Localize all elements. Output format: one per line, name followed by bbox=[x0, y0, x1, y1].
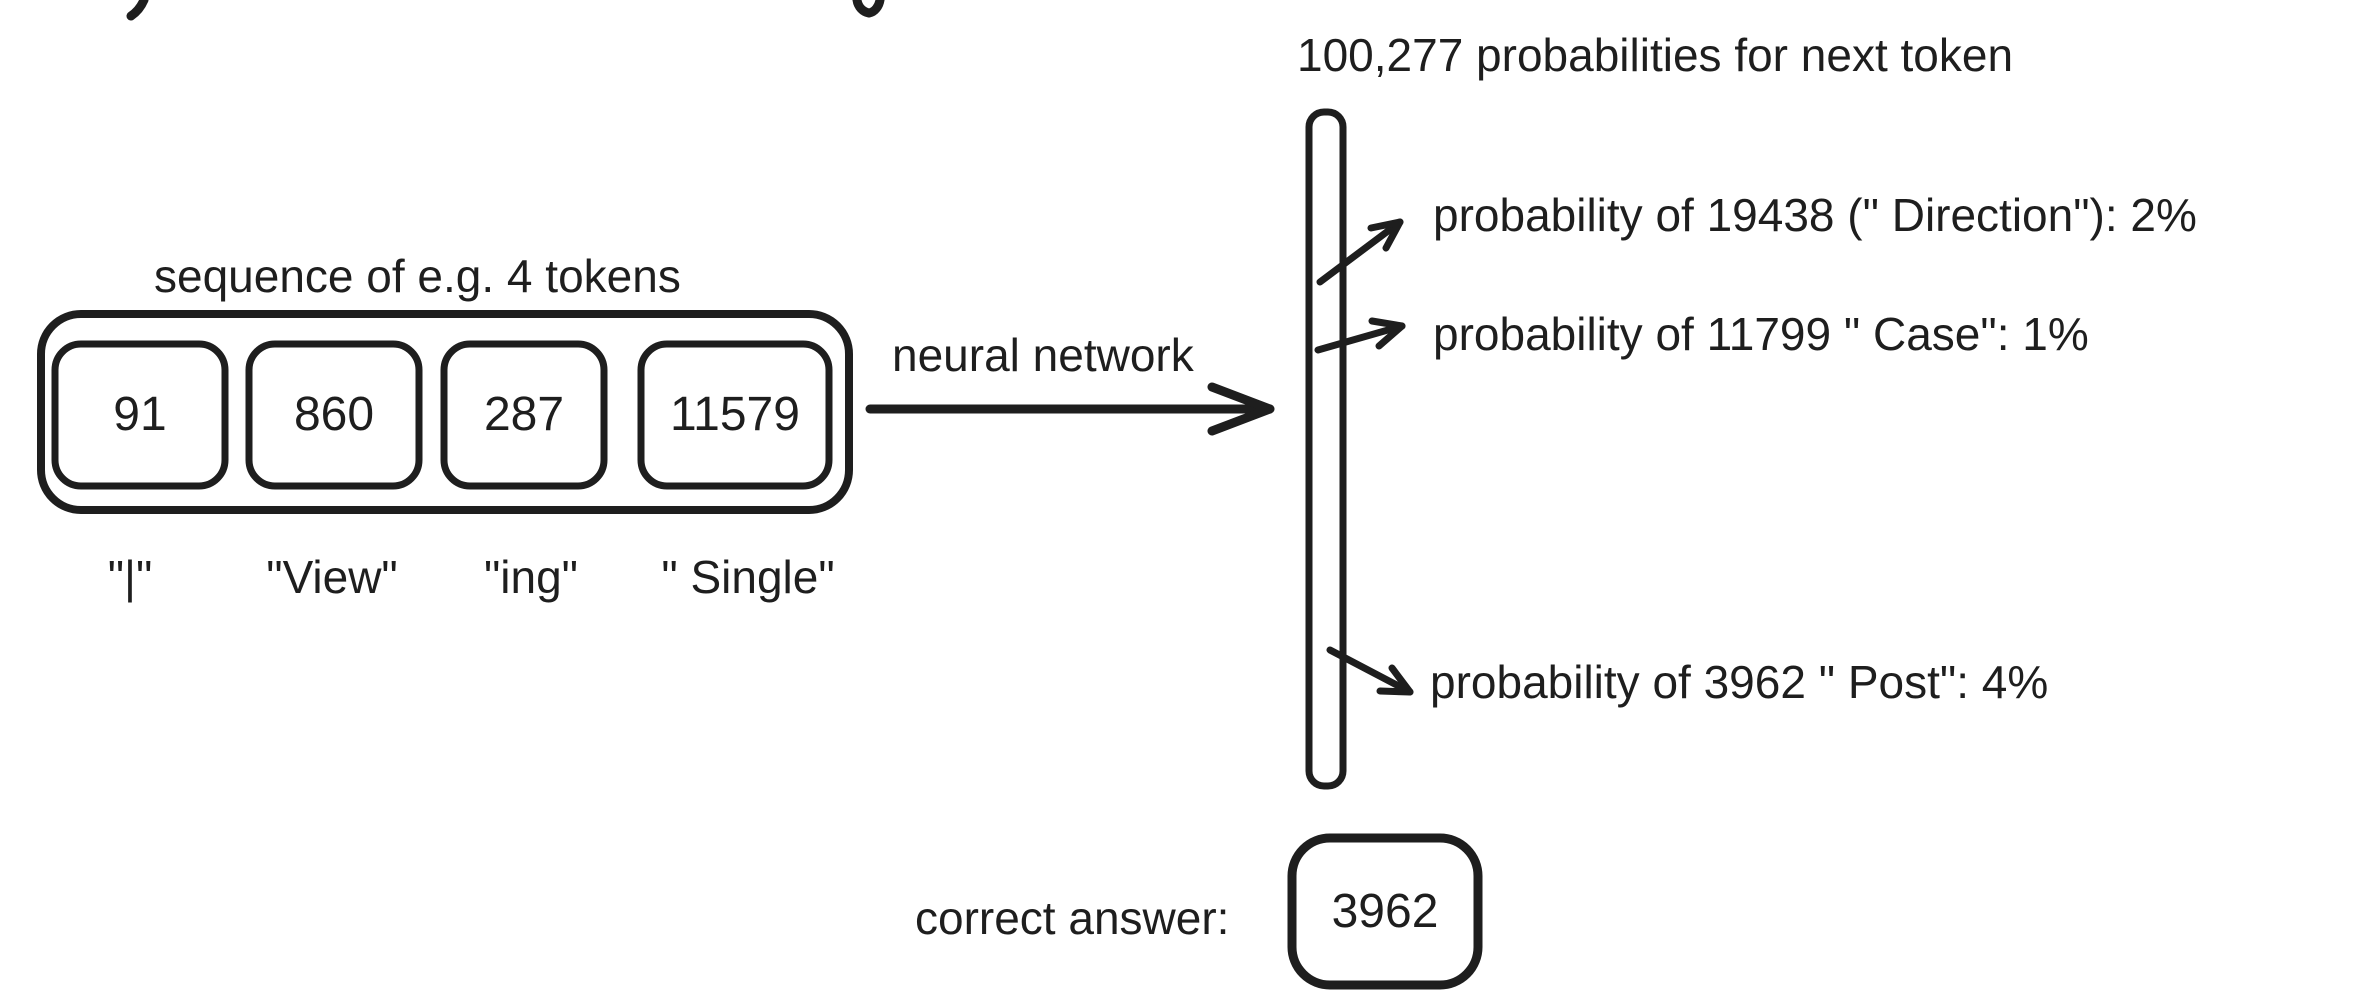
answer-box bbox=[1287, 833, 1483, 990]
token-id-3: 287 bbox=[483, 388, 565, 441]
token-box-3 bbox=[440, 340, 608, 490]
probability-arrow-2-shaft bbox=[1314, 322, 1406, 354]
token-id-1: 91 bbox=[113, 388, 167, 441]
token-box-1 bbox=[51, 340, 229, 490]
probability-arrow-1-head-icon bbox=[1367, 218, 1404, 252]
neural-network-label: neural network bbox=[892, 329, 1194, 381]
probability-arrow-3-shaft bbox=[1326, 646, 1414, 696]
answer-value: 3962 bbox=[1331, 885, 1439, 938]
clipped-stroke-center bbox=[852, 0, 885, 18]
token-text-1: "|" bbox=[107, 551, 153, 603]
token-box-2 bbox=[245, 340, 423, 490]
probability-arrow-3-head-icon bbox=[1376, 664, 1414, 696]
probability-label-1: probability of 19438 (" Direction"): 2% bbox=[1433, 189, 2197, 241]
token-text-4: " Single" bbox=[661, 551, 835, 603]
probability-arrow-2-head-icon bbox=[1368, 317, 1406, 350]
probability-label-3: probability of 3962 " Post": 4% bbox=[1430, 656, 2049, 708]
token-box-4 bbox=[637, 340, 833, 490]
correct-answer-label: correct answer: bbox=[915, 892, 1230, 944]
token-id-4: 11579 bbox=[670, 388, 800, 441]
probability-vector-bar bbox=[1305, 108, 1347, 790]
probability-label-2: probability of 11799 " Case": 1% bbox=[1433, 308, 2089, 360]
token-id-2: 860 bbox=[293, 388, 375, 441]
sequence-label: sequence of e.g. 4 tokens bbox=[154, 250, 681, 302]
neural-network-arrowhead-icon bbox=[1207, 382, 1275, 436]
probability-arrow-1-shaft bbox=[1316, 218, 1404, 286]
token-text-2: "View" bbox=[266, 551, 398, 603]
sequence-outer-box bbox=[37, 310, 853, 514]
clipped-stroke-left bbox=[126, 0, 149, 21]
token-text-3: "ing" bbox=[483, 551, 579, 603]
probabilities-title: 100,277 probabilities for next token bbox=[1297, 29, 2014, 81]
